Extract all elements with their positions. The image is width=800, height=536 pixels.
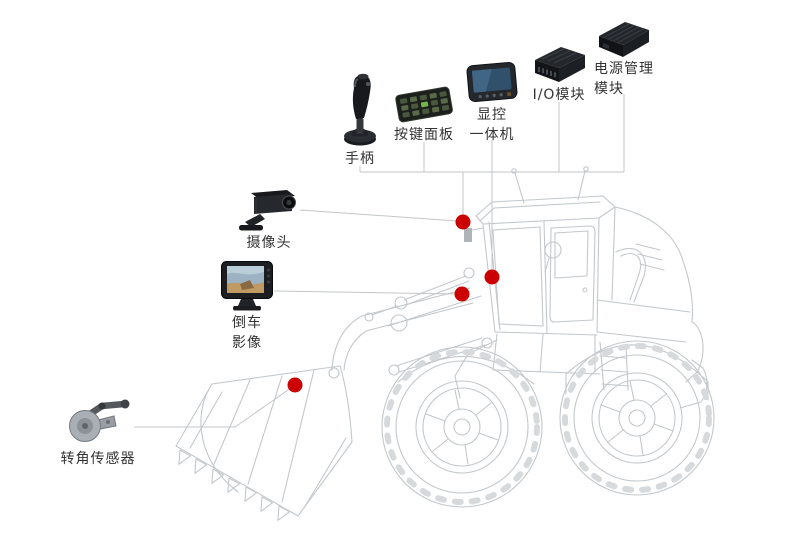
reverse-monitor-label-line2: 影像 — [232, 335, 262, 352]
component-angle-sensor: 转角传感器 — [60, 396, 136, 468]
component-display-unit: 显控 一体机 — [466, 60, 518, 144]
component-reverse-monitor: 倒车 影像 — [220, 260, 274, 352]
reverse-monitor-label-line1: 倒车 — [232, 315, 262, 331]
component-power-module: 电源管理 模块 — [594, 12, 658, 98]
power-module-label-line2: 模块 — [594, 81, 624, 98]
joystick-label: 手柄 — [345, 151, 375, 167]
joystick-icon — [344, 73, 376, 146]
power-module-icon — [599, 22, 649, 57]
mount-point-dot-windshield — [484, 269, 500, 285]
camera-label: 摄像头 — [246, 235, 292, 251]
keypad-label: 按键面板 — [394, 127, 454, 143]
display-unit-label-line2: 一体机 — [469, 127, 515, 144]
power-module-label-line1: 电源管理 — [594, 61, 654, 77]
component-camera: 摄像头 — [238, 186, 300, 252]
mount-point-dot-loader-arm — [287, 377, 303, 393]
display-unit-icon — [466, 61, 518, 103]
io-module-icon — [535, 47, 585, 82]
io-module-label: I/O模块 — [532, 87, 586, 103]
keypad-icon — [395, 86, 453, 123]
camera-icon — [239, 190, 296, 231]
angle-sensor-icon — [69, 399, 130, 442]
component-joystick: 手柄 — [332, 72, 388, 168]
mount-point-dot-front-frame — [454, 286, 470, 302]
angle-sensor-label: 转角传感器 — [60, 451, 136, 467]
mount-point-dot-cab-front — [455, 214, 471, 230]
component-io-module: I/O模块 — [528, 40, 590, 104]
reverse-monitor-icon — [221, 261, 273, 311]
component-keypad: 按键面板 — [392, 80, 456, 144]
display-unit-label-line1: 显控 — [477, 107, 507, 123]
